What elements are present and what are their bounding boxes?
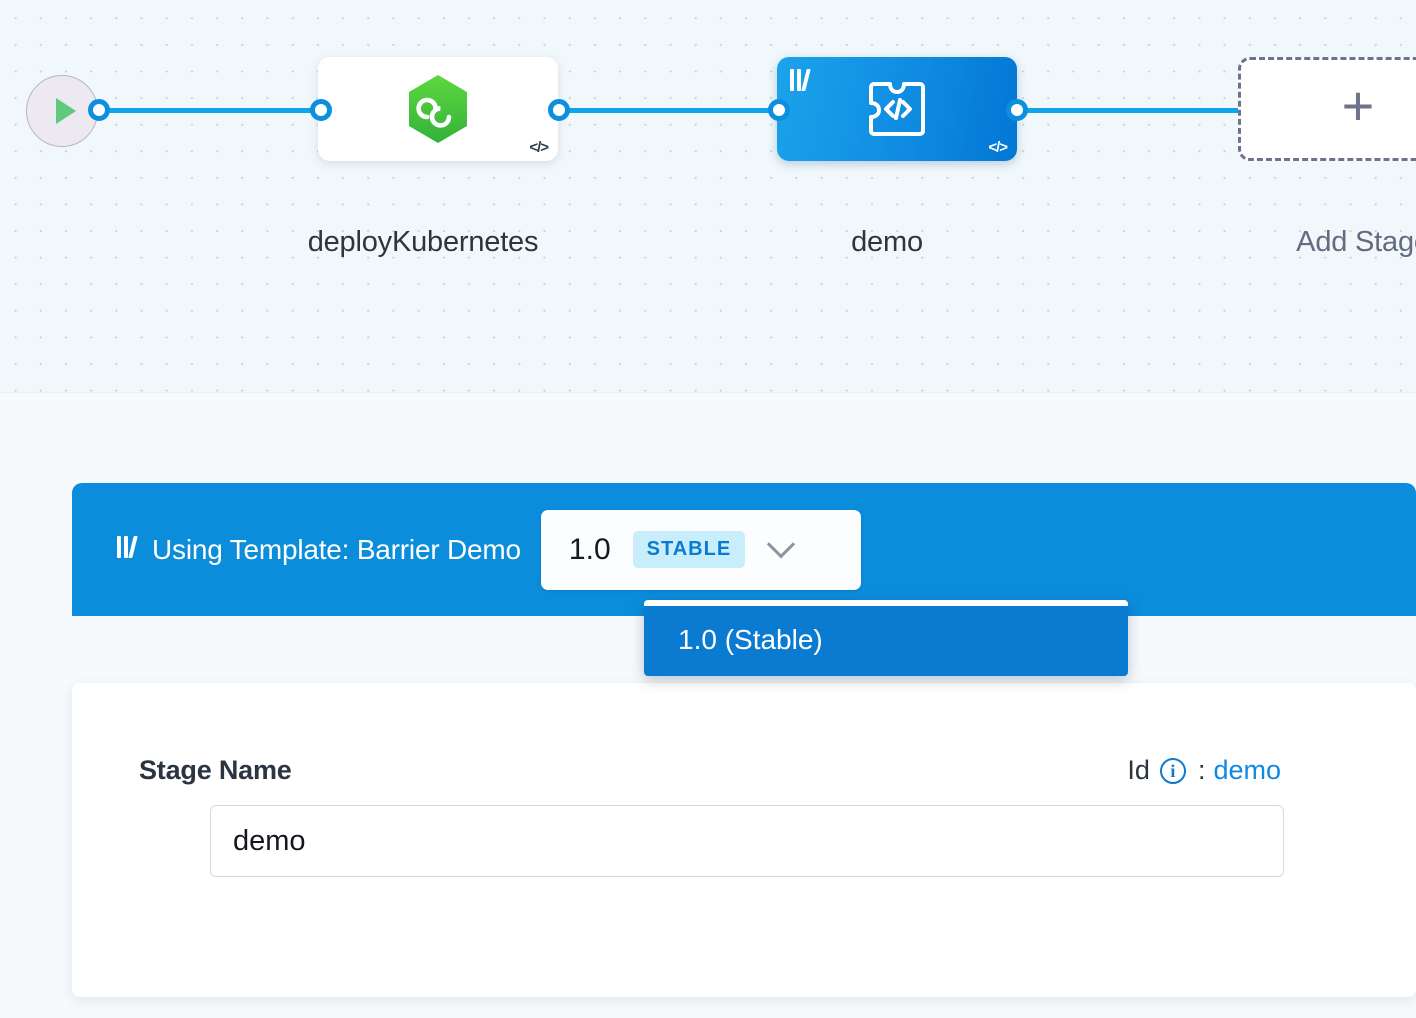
template-version-badge: STABLE (632, 531, 746, 568)
version-option-1-0-stable[interactable]: 1.0 (Stable) (644, 606, 1128, 676)
port-k8s-out[interactable] (548, 99, 570, 121)
edge-demo-to-add (1008, 108, 1248, 113)
stage-label-demo: demo (851, 226, 923, 258)
stage-node-deploykubernetes[interactable]: </> (318, 57, 558, 161)
stage-id-label: Id (1127, 755, 1150, 785)
custom-stage-code-icon (777, 57, 1017, 161)
chevron-down-icon[interactable] (767, 529, 796, 558)
edge-start-to-k8s (96, 108, 328, 113)
template-library-icon (789, 69, 811, 96)
template-version-value: 1.0 (568, 532, 611, 566)
edge-k8s-to-demo (550, 108, 790, 113)
add-stage-button[interactable]: + (1238, 57, 1416, 161)
add-stage-label: Add Stage (1296, 226, 1416, 258)
plus-icon: + (1341, 74, 1375, 137)
info-icon[interactable]: i (1159, 757, 1186, 784)
template-banner: Using Template: Barrier Demo 1.0 STABLE (72, 483, 1416, 616)
template-version-select[interactable]: 1.0 STABLE (540, 509, 861, 590)
port-k8s-in[interactable] (310, 99, 332, 121)
play-icon (55, 98, 76, 124)
stage-details-card: Stage Name Id i : demo (72, 683, 1416, 997)
stage-name-row-header: Stage Name Id i : demo (139, 755, 1281, 786)
stage-id-separator: : (1197, 755, 1206, 785)
stage-node-demo[interactable]: </> (777, 57, 1017, 161)
harness-hexagon-icon (318, 57, 558, 161)
stage-id-display: Id i : demo (1127, 755, 1281, 786)
pipeline-canvas[interactable]: </> deployKubernetes </> demo (0, 0, 1416, 393)
stage-name-label: Stage Name (139, 755, 292, 785)
stage-label-deploykubernetes: deployKubernetes (307, 226, 539, 258)
stage-name-input[interactable] (210, 805, 1284, 877)
pipeline-start-node[interactable] (26, 75, 98, 147)
stage-id-value: demo (1213, 755, 1281, 785)
code-icon: </> (988, 139, 1008, 156)
port-demo-in[interactable] (768, 99, 790, 121)
template-library-icon (116, 536, 138, 563)
port-demo-out[interactable] (1006, 99, 1028, 121)
template-version-dropdown[interactable]: 1.0 (Stable) (644, 600, 1128, 676)
port-start-out[interactable] (88, 99, 110, 121)
code-icon: </> (529, 139, 549, 156)
template-banner-label: Using Template: Barrier Demo (152, 533, 521, 565)
